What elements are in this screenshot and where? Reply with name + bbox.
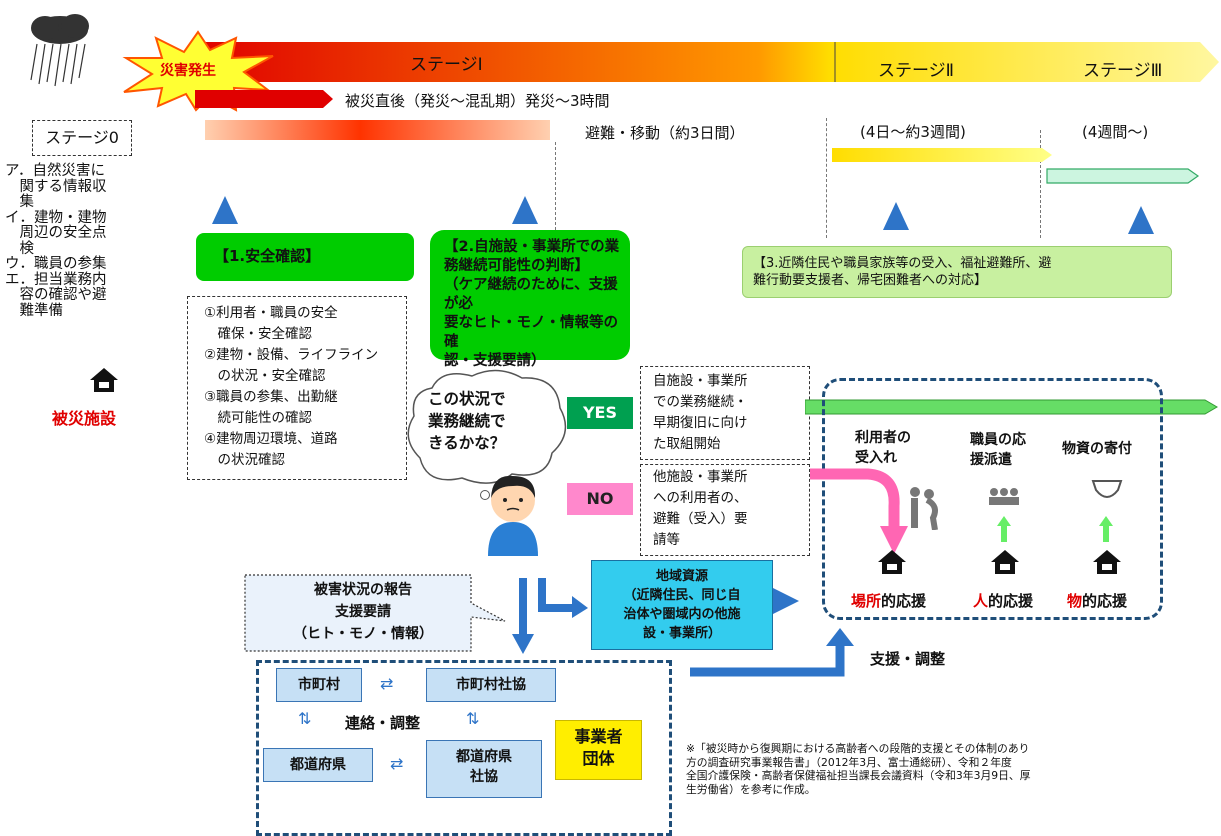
triangle-marker-1 [212,196,238,224]
thought-bubble [402,368,572,488]
prefecture-box: 都道府県 [263,748,373,782]
thought-dot-1 [480,490,490,500]
coordination-arrow [690,628,860,680]
municipality-council-box: 市町村社協 [426,668,556,702]
place-prefix: 場所 [851,592,882,610]
person-suffix: 的応援 [988,592,1034,610]
yes-box: 自施設・事業所 での業務継続・ 早期復旧に向け た取組開始 [640,366,810,460]
period3-label: (4週間～) [1082,123,1149,141]
place-support-label: 場所的応援 [851,590,926,611]
up-down-arrow-left: ⇅ [298,709,312,728]
swap-arrow-bottom: ⇄ [390,754,404,773]
step1-list: ①利用者・職員の安全 確保・安全確認 ②建物・設備、ライフライン の状況・安全確… [204,305,379,468]
caregiver-icon [905,484,941,531]
supplies-label: 物資の寄付 [1062,441,1132,457]
stage0-list: ア．自然災害に 関する情報収 集 イ．建物・建物 周辺の安全点 検 ウ．職員の参… [5,163,107,319]
triangle-marker-2 [512,196,538,224]
triangle-marker-3 [883,202,909,230]
person-icon [478,470,548,556]
immediate-label: 被災直後（発災～混乱期）発災～3時間 [345,92,610,110]
pink-curve-arrow [808,466,908,556]
no-box: 他施設・事業所 への利用者の、 避難（受入）要 請等 [640,464,810,556]
footnote: ※「被災時から復興期における高齢者への段階的支援とその体制のあり 方の調査研究事… [686,742,1031,796]
report-callout [243,573,508,653]
no-badge: NO [567,483,633,515]
disaster-label: 災害発生 [160,63,216,79]
yes-arrow [804,397,1219,417]
yes-badge: YES [567,397,633,429]
user-accept-label: 利用者の 受入れ [855,430,911,466]
goods-prefix: 物 [1067,592,1083,610]
operator-group-text: 事業者 団体 [574,727,623,768]
thought-text: この状況で 業務継続で きるかな？ [428,390,506,452]
house-icon [877,548,907,576]
house-icon [89,366,119,394]
step2-box: 【2.自施設・事業所での業 務継続可能性の判断】 （ケア継続のために、支援が必 … [430,230,630,369]
step3-title: 【3.近隣住民や職員家族等の受入、福祉避難所、避 難行動要支援者、帰宅困難者への… [753,256,1052,288]
liaison-label: 連絡・調整 [345,714,421,732]
divider-1 [555,142,556,230]
resource-to-support-arrow [773,588,799,614]
triangle-marker-4 [1128,206,1154,234]
goods-suffix: 的応援 [1082,592,1128,610]
stage3-arrow [1046,167,1201,185]
operator-group-box: 事業者 団体 [555,720,642,780]
step1-list-box: ①利用者・職員の安全 確保・安全確認 ②建物・設備、ライフライン の状況・安全確… [187,296,407,480]
prefecture-council-text: 都道府県 社協 [456,749,512,785]
step3-box: 【3.近隣住民や職員家族等の受入、福祉避難所、避 難行動要支援者、帰宅困難者への… [742,246,1172,298]
divider-2 [826,118,827,238]
coordination-label: 支援・調整 [870,650,946,668]
step1-title-box: 【1.安全確認】 [196,233,414,281]
rain-cloud-icon [25,8,95,88]
immediate-arrow [195,88,335,110]
affected-facility-label: 被災施設 [52,409,117,428]
yes-text: 自施設・事業所 での業務継続・ 早期復旧に向け た取組開始 [653,373,748,452]
green-up-arrow-1 [997,516,1011,542]
municipality-box: 市町村 [276,668,362,702]
resource-arrow [538,578,588,618]
up-down-arrow-right: ⇅ [466,709,480,728]
evacuation-label: 避難・移動（約3日間） [585,124,745,142]
house-icon [1092,548,1122,576]
supplies-icon [1090,478,1124,506]
stage2-label: ステージⅡ [878,61,955,81]
no-text: 他施設・事業所 への利用者の、 避難（受入）要 請等 [653,469,748,548]
stage-header-bar [195,42,1221,82]
evacuation-gradient-bar [205,120,550,140]
down-arrow-1 [512,578,534,654]
goods-support-label: 物的応援 [1067,590,1127,611]
resources-text: 地域資源 （近隣住民、同じ自 治体や圏域内の他施 設・事業所） [623,569,741,641]
step1-title: 【1.安全確認】 [214,247,321,265]
house-icon [990,548,1020,576]
stage1-label: ステージⅠ [410,55,483,75]
staff-dispatch-label: 職員の応 援派遣 [970,432,1026,468]
period2-label: (4日～約3週間) [860,123,966,141]
staff-group-icon [987,486,1021,508]
support-panel [822,378,1163,620]
stage0-label: ステージ0 [45,128,119,147]
person-support-label: 人的応援 [973,590,1033,611]
step2-title: 【2.自施設・事業所での業 務継続可能性の判断】 （ケア継続のために、支援が必 … [444,239,620,369]
disaster-burst [118,30,278,112]
prefecture-council-box: 都道府県 社協 [426,740,542,798]
place-suffix: 的応援 [881,592,927,610]
stage2-arrow [832,146,1054,164]
person-prefix: 人 [973,592,989,610]
report-text: 被害状況の報告 支援要請 （ヒト・モノ・情報） [293,582,433,642]
stage3-label: ステージⅢ [1083,61,1163,81]
divider-3 [1040,130,1041,238]
swap-arrow-top: ⇄ [380,674,394,693]
stage0-box: ステージ0 [32,120,132,156]
green-up-arrow-2 [1099,516,1113,542]
resources-box: 地域資源 （近隣住民、同じ自 治体や圏域内の他施 設・事業所） [591,560,773,650]
